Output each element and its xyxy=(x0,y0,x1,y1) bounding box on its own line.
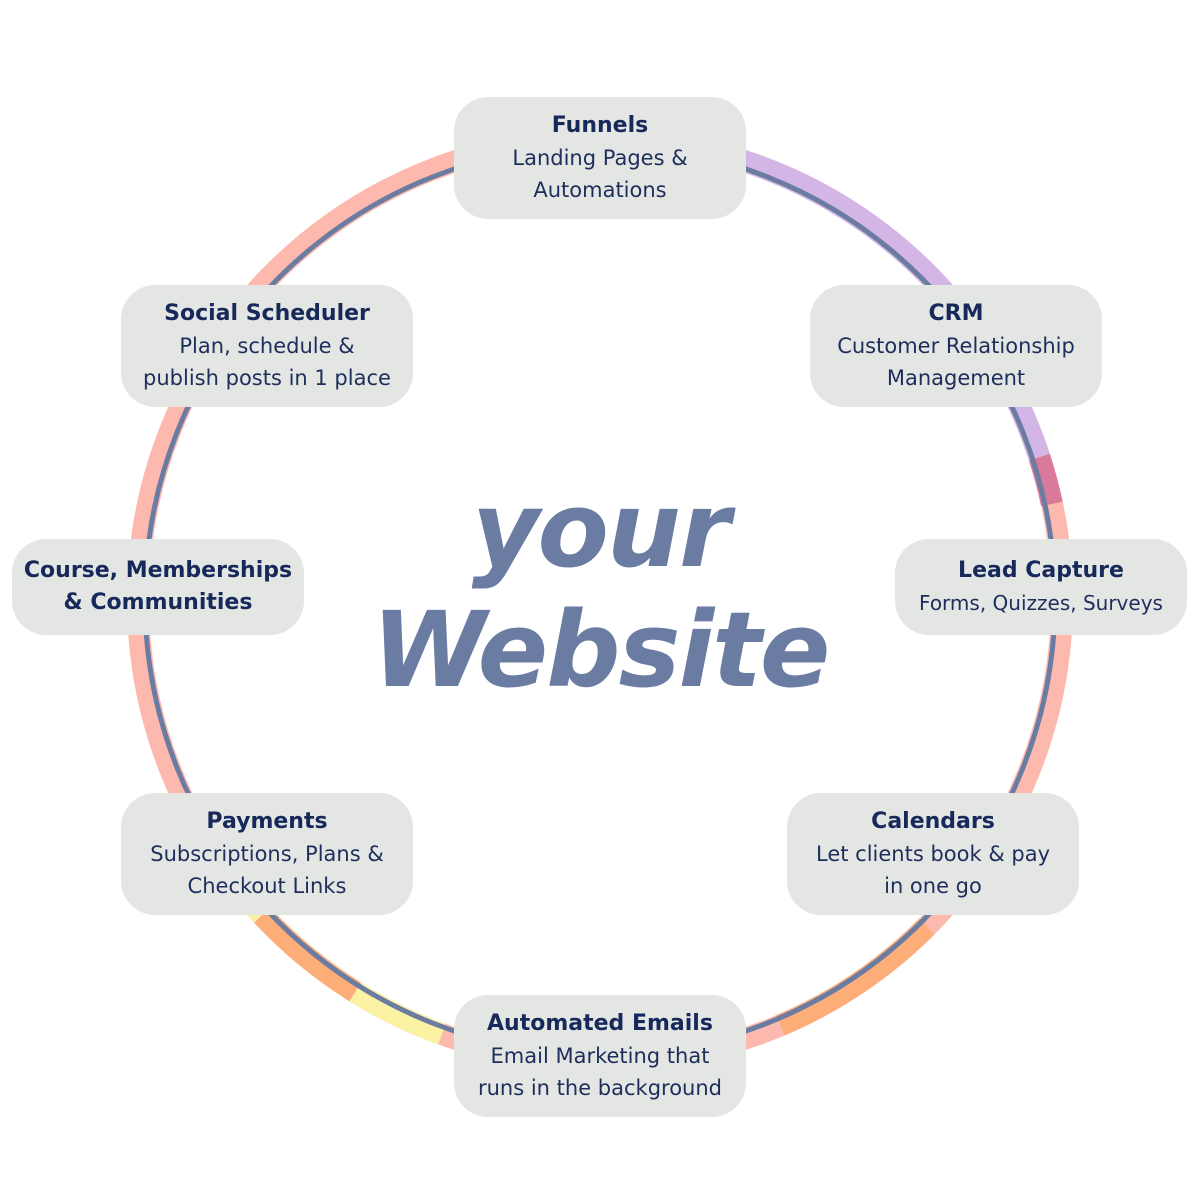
node-lead-capture[interactable]: Lead Capture Forms, Quizzes, Surveys xyxy=(895,539,1187,635)
node-title: CRM xyxy=(928,301,984,326)
node-title: Automated Emails xyxy=(487,1011,713,1036)
node-description: Forms, Quizzes, Surveys xyxy=(919,591,1163,615)
ring-yellow-arc xyxy=(349,982,446,1045)
node-title: Funnels xyxy=(551,113,649,138)
node-title: Calendars xyxy=(871,809,995,834)
center-title: your Website xyxy=(300,470,900,710)
ring-orange-arc-right xyxy=(776,918,935,1036)
ring-mauve-arc xyxy=(1028,453,1063,507)
ring-orange-arc-left xyxy=(254,907,362,1002)
node-payments[interactable]: Payments Subscriptions, Plans & Checkout… xyxy=(121,793,413,915)
node-title: Social Scheduler xyxy=(164,301,370,326)
node-courses-memberships[interactable]: Course, Memberships & Communities xyxy=(12,539,304,635)
node-title: Course, Memberships & Communities xyxy=(23,558,293,615)
node-description: Email Marketing that runs in the backgro… xyxy=(477,1044,723,1100)
node-automated-emails[interactable]: Automated Emails Email Marketing that ru… xyxy=(454,995,746,1117)
node-description: Customer Relationship Management xyxy=(837,334,1075,390)
node-social-scheduler[interactable]: Social Scheduler Plan, schedule & publis… xyxy=(121,285,413,407)
node-crm[interactable]: CRM Customer Relationship Management xyxy=(810,285,1102,407)
node-title: Payments xyxy=(206,809,328,834)
node-description: Landing Pages & Automations xyxy=(512,146,688,202)
node-description: Let clients book & pay in one go xyxy=(816,842,1050,898)
node-calendars[interactable]: Calendars Let clients book & pay in one … xyxy=(787,793,1079,915)
node-description: Plan, schedule & publish posts in 1 plac… xyxy=(143,334,391,390)
node-description: Subscriptions, Plans & Checkout Links xyxy=(150,842,384,898)
node-title: Lead Capture xyxy=(958,558,1124,583)
center-title-line2: Website xyxy=(371,589,831,711)
node-funnels[interactable]: Funnels Landing Pages & Automations xyxy=(454,97,746,219)
center-title-line1: your xyxy=(471,469,731,591)
